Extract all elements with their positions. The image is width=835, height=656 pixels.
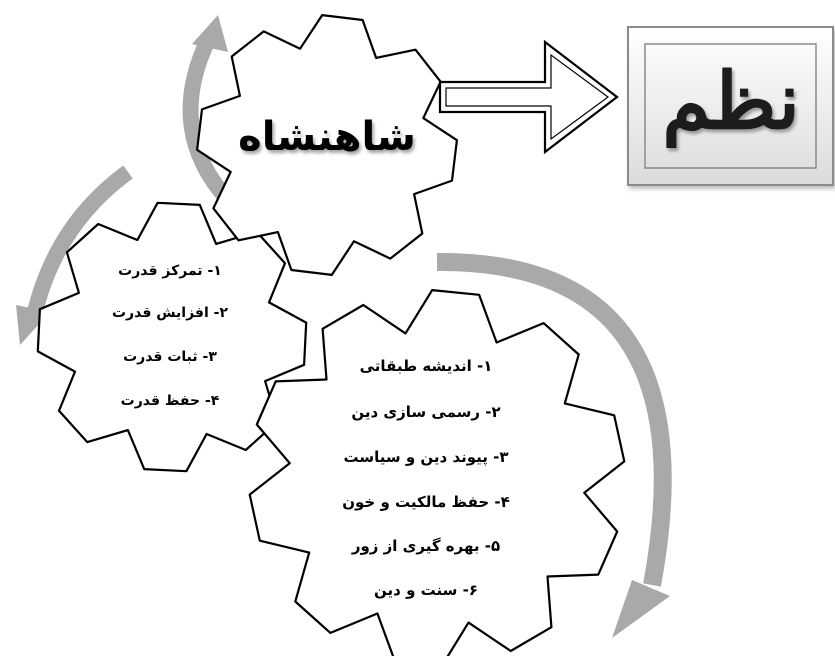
left-gear-list: ۱- تمرکز قدرت ۲- افزایش قدرت ۳- ثبات قدر… [112,263,228,409]
right-arrow-icon [438,39,619,155]
right-gear-list: ۱- اندیشه طبقاتی ۲- رسمی سازی دین ۳- پیو… [342,357,510,599]
right-gear-item: ۶- سنت و دین [374,581,478,599]
left-gear-item: ۴- حفظ قدرت [121,393,220,409]
right-gear-item: ۴- حفظ مالکیت و خون [342,493,510,511]
left-gear-item: ۲- افزایش قدرت [112,305,228,321]
left-gear-item: ۱- تمرکز قدرت [118,263,222,279]
right-gear-item: ۱- اندیشه طبقاتی [360,357,493,375]
left-gear-item: ۳- ثبات قدرت [123,349,217,365]
cycle-arrow-top [182,15,235,206]
title-box [627,26,834,186]
title-box-label: نظم [662,56,800,148]
cycle-arrow-right [436,252,672,638]
right-gear-item: ۵- بهره گیری از زور [351,537,500,555]
main-gear-label: شاهنشاه [238,114,416,160]
right-gear-item: ۲- رسمی سازی دین [351,403,500,421]
right-gear-item: ۳- پیوند دین و سیاست [343,448,508,467]
main-gear-shape [196,14,458,276]
right-gear-shape [248,289,626,656]
